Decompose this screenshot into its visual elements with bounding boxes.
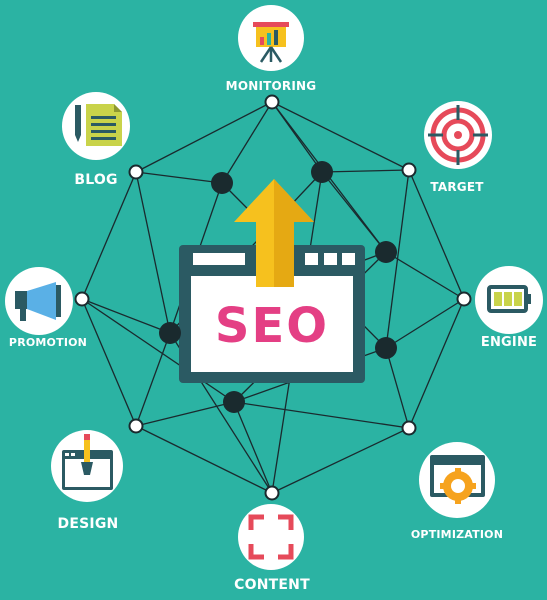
growth-arrow-icon: [234, 179, 314, 287]
network-line: [135, 332, 171, 427]
paint-window-icon: [51, 430, 123, 502]
network-node: [456, 291, 472, 307]
network-line: [81, 298, 235, 403]
network-node: [401, 420, 417, 436]
network-line: [135, 101, 273, 173]
label-promotion: PROMOTION: [8, 336, 88, 349]
frame-corners-icon: [238, 504, 304, 570]
network-line: [408, 169, 465, 300]
network-hub-node: [375, 337, 397, 359]
seo-browser-window: [179, 245, 365, 383]
network-line: [385, 347, 410, 429]
network-line: [135, 171, 171, 334]
document-pen-icon: [62, 92, 130, 160]
label-target: TARGET: [430, 180, 484, 194]
gear-window-icon: [419, 442, 495, 518]
network-node: [401, 162, 417, 178]
network-line: [81, 171, 137, 300]
network-line: [385, 298, 465, 349]
network-hub-node: [311, 161, 333, 183]
window-address-bar: [193, 253, 245, 265]
label-engine: ENGINE: [480, 335, 538, 350]
network-line: [81, 298, 137, 427]
network-line: [321, 171, 387, 253]
network-line: [271, 101, 410, 171]
network-hub-node: [223, 391, 245, 413]
network-line: [135, 171, 223, 184]
outer-nodes: [74, 94, 472, 501]
label-design: DESIGN: [57, 516, 119, 532]
network-line: [233, 401, 410, 429]
network-line: [81, 298, 171, 334]
network-node: [74, 291, 90, 307]
label-monitoring: MONITORING: [225, 79, 317, 93]
network-line: [135, 425, 273, 494]
presentation-board-icon: [238, 5, 304, 71]
network-line: [385, 251, 465, 300]
battery-icon: [475, 266, 543, 334]
network-node: [264, 485, 280, 501]
label-optimization: OPTIMIZATION: [410, 528, 504, 541]
megaphone-icon: [5, 267, 73, 335]
network-hub-node: [375, 241, 397, 263]
crosshair-target-icon: [424, 101, 492, 169]
network-hub-node: [159, 322, 181, 344]
label-content: CONTENT: [234, 577, 310, 593]
window-control-minimize: [305, 253, 318, 265]
seo-title: SEO: [214, 298, 330, 354]
inner-nodes: [159, 161, 397, 413]
label-blog: BLOG: [74, 172, 118, 188]
network-node: [264, 94, 280, 110]
network-line: [321, 169, 410, 173]
network-line: [271, 427, 410, 494]
network-line: [135, 401, 235, 427]
window-control-close: [342, 253, 355, 265]
network-hub-node: [211, 172, 233, 194]
network-line: [233, 401, 273, 494]
window-control-maximize: [324, 253, 337, 265]
network-node: [128, 418, 144, 434]
network-line: [221, 101, 273, 184]
window-content: [191, 276, 353, 372]
network-line: [408, 298, 465, 429]
network-node: [128, 164, 144, 180]
